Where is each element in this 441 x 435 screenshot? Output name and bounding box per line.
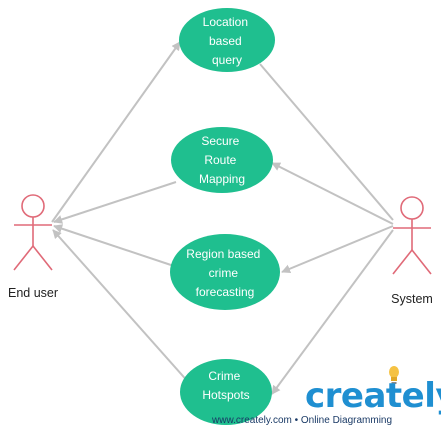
use-case-ellipse: [180, 359, 272, 425]
connector-securerouting-to-enduser: [53, 181, 177, 224]
use-case-line: Secure: [201, 134, 239, 148]
use-case-line: Hotspots: [202, 388, 249, 402]
use-case-line: crime: [209, 266, 239, 280]
use-case-line: Location: [203, 15, 248, 29]
connector-hotspots-to-enduser: [52, 229, 191, 385]
actor-end-user[interactable]: [13, 194, 53, 271]
actor-label-system: System: [391, 292, 433, 306]
use-case-text: Crime Hotspots: [202, 369, 249, 402]
creately-watermark: creately www.creately.com • Online Diagr…: [211, 366, 441, 426]
actor-leg-right: [32, 245, 53, 271]
connector-location-to-system: [259, 63, 394, 221]
lightbulb-icon: [389, 366, 399, 384]
use-case-secure-route-mapping[interactable]: Secure Route Mapping: [171, 127, 273, 193]
use-case-text: Region based crime forecasting: [186, 247, 263, 299]
connector-forecasting-to-enduser: [53, 224, 175, 267]
actor-head: [21, 194, 45, 218]
actor-label-end-user: End user: [8, 286, 58, 300]
use-case-line: Region based: [186, 247, 260, 261]
use-case-ellipse: [179, 8, 275, 72]
use-case-line: Crime: [208, 369, 240, 383]
use-case-ellipse: [170, 234, 280, 310]
connector-enduser-to-location: [51, 41, 181, 223]
connectors: [51, 41, 394, 395]
use-case-ellipse: [171, 127, 273, 193]
use-case-line: Mapping: [199, 172, 245, 186]
actor-leg-left: [13, 245, 34, 271]
use-case-region-forecasting[interactable]: Region based crime forecasting: [170, 234, 280, 310]
actor-leg-left: [392, 249, 413, 275]
connector-system-to-forecasting: [281, 225, 394, 274]
connector-system-to-securerouting: [271, 162, 394, 225]
use-case-line: based: [209, 34, 242, 48]
creately-logo-text: creately: [305, 376, 441, 416]
actor-leg-right: [411, 249, 432, 275]
use-case-line: query: [212, 53, 242, 67]
use-case-crime-hotspots[interactable]: Crime Hotspots: [180, 359, 272, 425]
actor-system[interactable]: [392, 196, 432, 275]
use-case-location-query[interactable]: Location based query: [179, 8, 275, 72]
connector-system-to-hotspots: [271, 229, 394, 395]
use-case-line: Route: [204, 153, 236, 167]
use-case-text: Location based query: [203, 15, 252, 67]
use-case-text: Secure Route Mapping: [199, 134, 245, 186]
use-case-line: forecasting: [196, 285, 255, 299]
actor-head: [400, 196, 424, 220]
creately-tagline: www.creately.com • Online Diagramming: [211, 415, 392, 426]
